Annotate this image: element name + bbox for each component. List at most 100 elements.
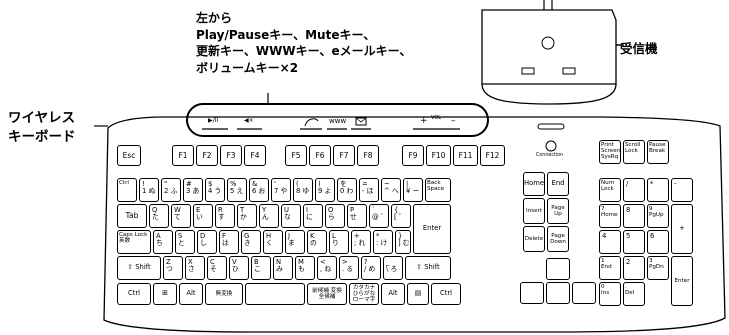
key-9[interactable]: ) 9 よ <box>315 178 335 202</box>
key-3[interactable]: # 3 あ <box>183 178 203 202</box>
key-x[interactable]: X さ <box>185 256 205 280</box>
key-z[interactable]: Z つ <box>163 256 183 280</box>
key-b[interactable]: B こ <box>251 256 271 280</box>
arrow-left-key[interactable] <box>520 282 544 304</box>
key-a[interactable]: A ち <box>153 230 173 254</box>
key-5[interactable]: % 5 え <box>227 178 247 202</box>
numpad-multiply-key[interactable]: * <box>647 178 669 202</box>
key-w[interactable]: W て <box>171 204 191 228</box>
key-0[interactable]: を 0 わ <box>337 178 357 202</box>
numpad-3-key[interactable]: 3 PgDn <box>647 256 669 280</box>
key-f[interactable]: F は <box>219 230 239 254</box>
key-u[interactable]: U な <box>281 204 301 228</box>
key-2[interactable]: " 2 ふ <box>161 178 181 202</box>
numpad-4-key[interactable]: 4 <box>599 230 621 254</box>
key-slash[interactable]: ? / め <box>361 256 381 280</box>
numpad-divide-key[interactable]: / <box>623 178 645 202</box>
key-7[interactable]: ' 7 や <box>271 178 291 202</box>
enter-key[interactable]: Enter <box>413 204 451 254</box>
scroll-lock-key[interactable]: Scroll Lock <box>623 140 645 164</box>
key-h[interactable]: H く <box>263 230 283 254</box>
numpad-2-key[interactable]: 2 <box>623 256 645 280</box>
right-shift-key[interactable]: ⇧ Shift <box>405 256 451 280</box>
f6-key[interactable]: F6 <box>309 145 331 166</box>
key-j[interactable]: J ま <box>285 230 305 254</box>
muhenkan-key[interactable]: 無変換 <box>205 283 243 305</box>
key-v[interactable]: V ひ <box>229 256 249 280</box>
delete-key[interactable]: Delete <box>523 226 545 252</box>
f12-key[interactable]: F12 <box>480 145 505 166</box>
key-period[interactable]: > . る <box>339 256 359 280</box>
key-o[interactable]: O ら <box>325 204 345 228</box>
key-d[interactable]: D し <box>197 230 217 254</box>
key-bracket-close[interactable]: } ] む <box>395 230 411 254</box>
insert-key[interactable]: Insert <box>523 198 545 224</box>
key-r[interactable]: R す <box>215 204 235 228</box>
f2-key[interactable]: F2 <box>196 145 218 166</box>
key-e[interactable]: E い <box>193 204 213 228</box>
left-shift-key[interactable]: ⇧ Shift <box>117 256 161 280</box>
key-m[interactable]: M も <box>295 256 315 280</box>
num-lock-key[interactable]: Num Lock <box>599 178 621 202</box>
menu-key[interactable]: ▤ <box>407 283 429 305</box>
arrow-right-key[interactable] <box>572 282 596 304</box>
left-alt-key[interactable]: Alt <box>179 283 203 305</box>
arrow-up-key[interactable] <box>546 258 570 280</box>
home-key[interactable]: Home <box>523 172 545 196</box>
page-down-key[interactable]: Page Down <box>547 226 569 252</box>
f11-key[interactable]: F11 <box>453 145 478 166</box>
numpad-6-key[interactable]: 6 <box>647 230 669 254</box>
print-screen-key[interactable]: Print Screen SysRq <box>599 140 621 164</box>
f5-key[interactable]: F5 <box>285 145 307 166</box>
f8-key[interactable]: F8 <box>357 145 379 166</box>
end-key[interactable]: End <box>547 172 569 196</box>
numpad-minus-key[interactable]: - <box>671 178 693 202</box>
esc-key[interactable]: Esc <box>117 145 141 166</box>
left-ctrl-key[interactable]: Ctrl <box>117 283 151 305</box>
key-at[interactable]: ` @ ゛ <box>369 204 389 228</box>
key-p[interactable]: P せ <box>347 204 367 228</box>
key-1[interactable]: ! 1 ぬ <box>139 178 159 202</box>
key-y[interactable]: Y ん <box>259 204 279 228</box>
key-yen[interactable]: | ¥ ー <box>403 178 423 202</box>
key-g[interactable]: G き <box>241 230 261 254</box>
numpad-0-key[interactable]: 0 Ins <box>599 282 621 306</box>
key-c[interactable]: C そ <box>207 256 227 280</box>
key-bracket-open[interactable]: { [ ゜ <box>391 204 411 228</box>
page-up-key[interactable]: Page Up <box>547 198 569 224</box>
f3-key[interactable]: F3 <box>220 145 242 166</box>
key-q[interactable]: Q た <box>149 204 169 228</box>
key-backslash[interactable]: _ \ ろ <box>383 256 403 280</box>
numpad-9-key[interactable]: 9 PgUp <box>647 204 669 228</box>
numpad-plus-key[interactable]: + <box>671 204 693 254</box>
key-caret[interactable]: ~ ^ へ <box>381 178 401 202</box>
tab-key[interactable]: Tab <box>117 204 147 228</box>
numpad-5-key[interactable]: 5 <box>623 230 645 254</box>
f7-key[interactable]: F7 <box>333 145 355 166</box>
arrow-down-key[interactable] <box>546 282 570 304</box>
key-colon[interactable]: * : け <box>373 230 393 254</box>
key-i[interactable]: I に <box>303 204 323 228</box>
f9-key[interactable]: F9 <box>402 145 424 166</box>
f1-key[interactable]: F1 <box>172 145 194 166</box>
key-n[interactable]: N み <box>273 256 293 280</box>
f4-key[interactable]: F4 <box>244 145 266 166</box>
key-l[interactable]: L り <box>329 230 349 254</box>
space-key[interactable] <box>245 283 305 305</box>
backspace-key[interactable]: Back Space <box>425 178 451 202</box>
key-minus[interactable]: = - ほ <box>359 178 379 202</box>
key-6[interactable]: & 6 お <box>249 178 269 202</box>
right-alt-key[interactable]: Alt <box>381 283 405 305</box>
numpad-enter-key[interactable]: Enter <box>671 256 693 306</box>
f10-key[interactable]: F10 <box>426 145 451 166</box>
numpad-8-key[interactable]: 8 <box>623 204 645 228</box>
caps-lock-key[interactable]: Caps Lock 英数 <box>117 230 151 254</box>
key-8[interactable]: ( 8 ゆ <box>293 178 313 202</box>
key-comma[interactable]: < , ね <box>317 256 337 280</box>
hankaku-zenkaku-key[interactable]: Ctrl <box>117 178 137 202</box>
key-t[interactable]: T か <box>237 204 257 228</box>
numpad-decimal-key[interactable]: . Del <box>623 282 645 306</box>
numpad-7-key[interactable]: 7 Home <box>599 204 621 228</box>
windows-key[interactable]: ⊞ <box>153 283 177 305</box>
numpad-1-key[interactable]: 1 End <box>599 256 621 280</box>
